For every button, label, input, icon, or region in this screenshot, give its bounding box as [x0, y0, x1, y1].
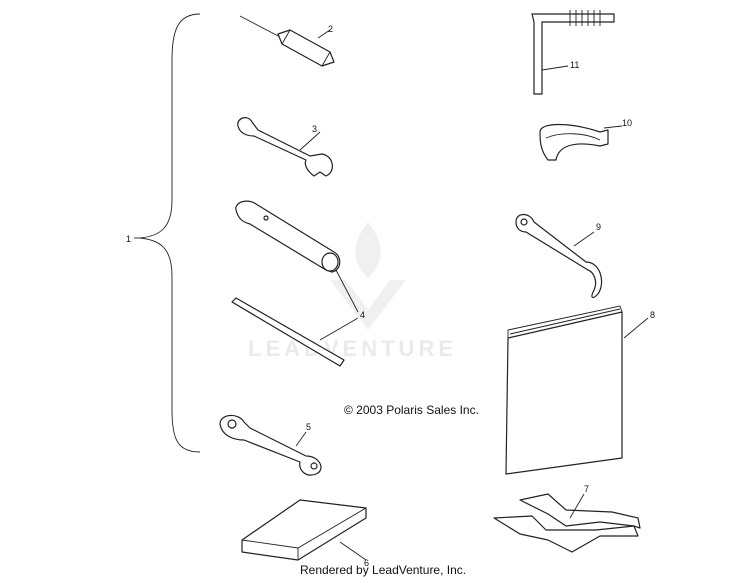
socket-wrench-part [235, 200, 341, 273]
callout-11: 11 [570, 60, 579, 70]
screwdriver-part [239, 15, 335, 67]
callout-10: 10 [622, 118, 632, 128]
rendered-by-text: Rendered by LeadVenture, Inc. [300, 563, 466, 577]
allen-wrench-part [531, 10, 615, 95]
watermark-text: LEADVENTURE [248, 336, 457, 361]
leadventure-watermark: LEADVENTURE [248, 222, 457, 361]
copyright-text: © 2003 Polaris Sales Inc. [344, 403, 479, 417]
strap-part [539, 123, 609, 161]
spanner-wrench-part [515, 213, 603, 299]
rod-part [231, 297, 345, 367]
wrench-open-end-part [237, 117, 333, 177]
callout-8: 8 [650, 310, 655, 320]
callout-6: 6 [364, 558, 369, 568]
owners-manual-part [505, 305, 623, 475]
callout-3: 3 [312, 124, 317, 134]
wrench-box-end-part [219, 414, 322, 476]
brace-1 [139, 13, 201, 453]
callout-4: 4 [360, 310, 365, 320]
tool-pouch-part [241, 499, 367, 561]
callout-9: 9 [596, 222, 601, 232]
callout-7: 7 [584, 484, 589, 494]
callout-2: 2 [328, 24, 333, 34]
callout-1: 1 [126, 234, 131, 244]
spring-compressor-part [493, 493, 641, 553]
callout-5: 5 [306, 422, 311, 432]
